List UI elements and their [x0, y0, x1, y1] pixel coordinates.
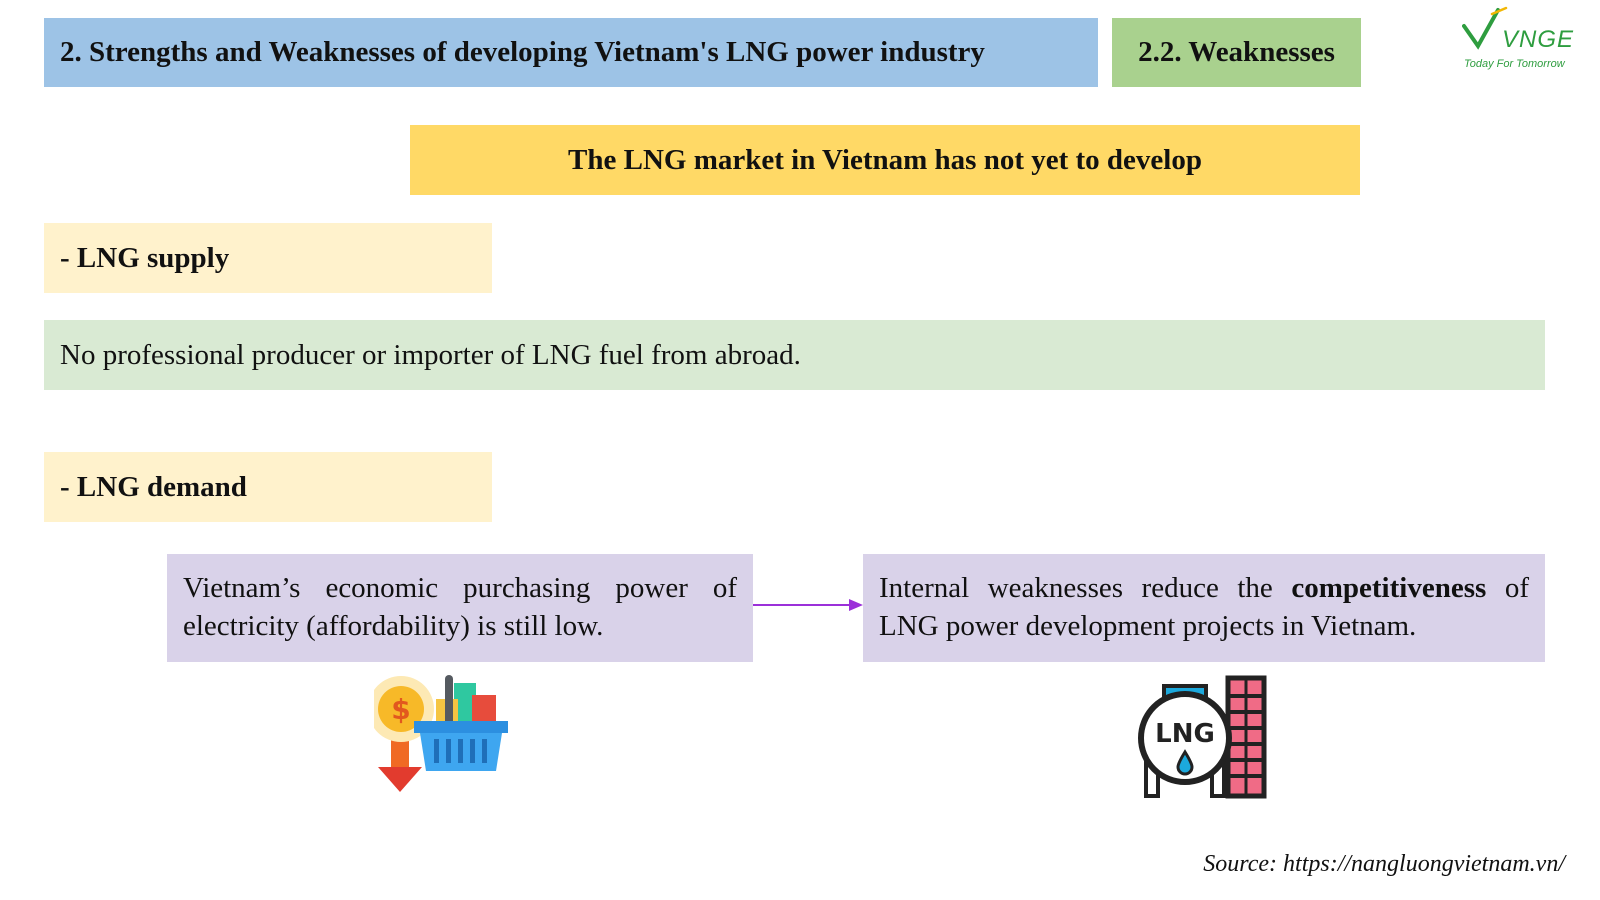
lng-tank-icon: LNG: [1138, 675, 1267, 799]
supply-label: - LNG supply: [44, 223, 492, 293]
demand-cause-text: Vietnam’s economic purchasing power of e…: [167, 554, 753, 662]
slide-title: 2. Strengths and Weaknesses of developin…: [44, 18, 1098, 87]
logo-slogan: Today For Tomorrow: [1464, 58, 1565, 70]
svg-text:$: $: [391, 693, 410, 726]
effect-text-bold: competitiveness: [1291, 572, 1487, 604]
effect-text-start: Internal weaknesses reduce the: [879, 572, 1292, 604]
source-citation: Source: https://nangluongvietnam.vn/: [1203, 851, 1565, 877]
logo-mark-icon: [1462, 6, 1508, 50]
shopping-basket-price-drop-icon: $: [374, 675, 508, 792]
supply-text: No professional producer or importer of …: [44, 320, 1545, 390]
demand-label: - LNG demand: [44, 452, 492, 522]
tank-label: LNG: [1155, 719, 1215, 749]
vnge-logo: VNGE Today For Tomorrow: [1462, 6, 1596, 72]
market-banner: The LNG market in Vietnam has not yet to…: [410, 125, 1360, 195]
section-title: 2.2. Weaknesses: [1112, 18, 1361, 87]
demand-effect-text: Internal weaknesses reduce the competiti…: [863, 554, 1545, 662]
cause-effect-arrow-icon: [753, 599, 863, 611]
logo-wordmark: VNGE: [1502, 26, 1575, 53]
effect-text-end: of LNG power development projects in Vie…: [879, 572, 1529, 642]
